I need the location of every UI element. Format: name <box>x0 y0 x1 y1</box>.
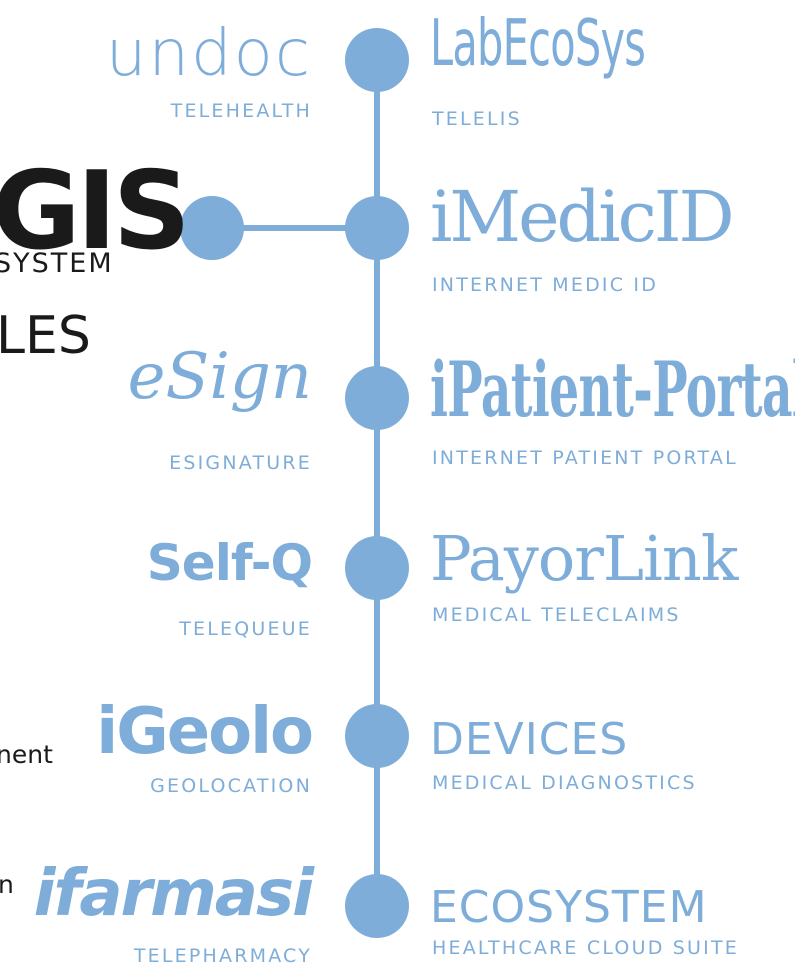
branch-connector <box>210 225 380 231</box>
node-devices <box>345 704 409 768</box>
ifarmasi-logo: ifarmasi <box>33 857 314 931</box>
ifarmasi-subtitle: TELEPHARMACY <box>133 945 312 967</box>
esign-logo: eSign <box>127 340 312 414</box>
cropped-subheading: SYSTEM <box>0 248 114 279</box>
undoc-subtitle: TELEHEALTH <box>170 100 312 122</box>
node-imedicid <box>345 196 409 260</box>
node-ecosystem <box>345 874 409 938</box>
esign-subtitle: ESIGNATURE <box>169 452 312 474</box>
node-ipatient-portal <box>345 366 409 430</box>
cropped-line: LES <box>0 306 91 366</box>
labecosys-subtitle: TELELIS <box>432 108 522 130</box>
devices-logo: DEVICES <box>430 714 629 765</box>
selfq-logo: Self-Q <box>146 534 313 592</box>
node-labecosys <box>345 28 409 92</box>
payorlink-logo: PayorLink <box>430 522 738 595</box>
imedicid-logo: iMedicID <box>430 176 735 258</box>
ecosystem-subtitle: HEALTHCARE CLOUD SUITE <box>432 937 739 959</box>
cropped-fragment-2: n <box>0 870 14 899</box>
cropped-heading: GIS <box>0 149 191 274</box>
ipatient-portal-logo: iPatient-Portal <box>430 345 795 434</box>
timeline-spine <box>374 56 380 896</box>
selfq-subtitle: TELEQUEUE <box>179 618 312 640</box>
ipatient-portal-subtitle: INTERNET PATIENT PORTAL <box>432 447 738 469</box>
undoc-logo: undoc <box>105 17 312 91</box>
ecosystem-logo: ECOSYSTEM <box>430 882 708 933</box>
igeolo-subtitle: GEOLOCATION <box>150 775 312 797</box>
devices-subtitle: MEDICAL DIAGNOSTICS <box>432 772 697 794</box>
payorlink-subtitle: MEDICAL TELECLAIMS <box>432 604 681 626</box>
cropped-fragment-1: nent <box>0 740 53 769</box>
imedicid-subtitle: INTERNET MEDIC ID <box>432 274 659 296</box>
igeolo-logo: iGeolo <box>96 695 314 769</box>
node-branch-gis <box>180 196 244 260</box>
node-payorlink <box>345 536 409 600</box>
labecosys-logo: LabEcoSys <box>430 7 646 81</box>
